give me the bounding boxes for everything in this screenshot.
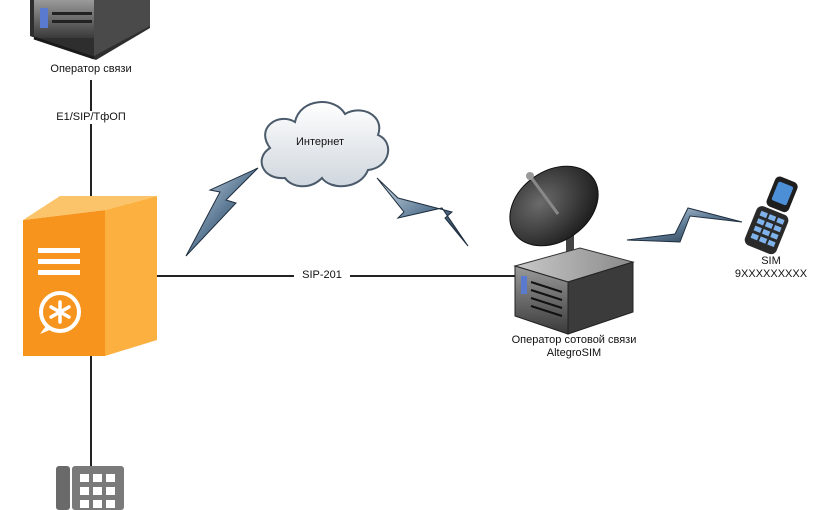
bolt-mobile-to-phone: [626, 207, 743, 243]
operator-label: Оператор связи: [50, 63, 132, 75]
mobile-phone-icon: [744, 176, 798, 255]
mobile-operator-server-icon: [513, 247, 635, 335]
mobile-operator-label: Оператор сотовой связи AltegroSIM: [496, 334, 652, 360]
bolt-cloud-to-mobile: [376, 177, 469, 247]
bolt-pbx-to-cloud: [185, 167, 259, 257]
operator-server-icon: [30, 0, 150, 60]
sim-label-line2: 9XXXXXXXXX: [734, 268, 808, 280]
trunk-label: E1/SIP/ТфОП: [48, 111, 134, 124]
asterisk-pbx-icon: [23, 196, 157, 356]
satellite-dish-icon: [509, 165, 599, 256]
cloud-icon: [260, 101, 390, 188]
desk-phone-icon: [56, 466, 124, 510]
mobile-operator-label-line2: AltegroSIM: [546, 347, 602, 359]
internet-label: Интернет: [296, 136, 344, 148]
mobile-operator-label-line1: Оператор сотовой связи: [511, 334, 637, 346]
sim-label: SIM 9XXXXXXXXX: [727, 255, 815, 281]
sip-link-label: SIP-201: [294, 269, 350, 282]
sim-label-line1: SIM: [761, 255, 781, 267]
